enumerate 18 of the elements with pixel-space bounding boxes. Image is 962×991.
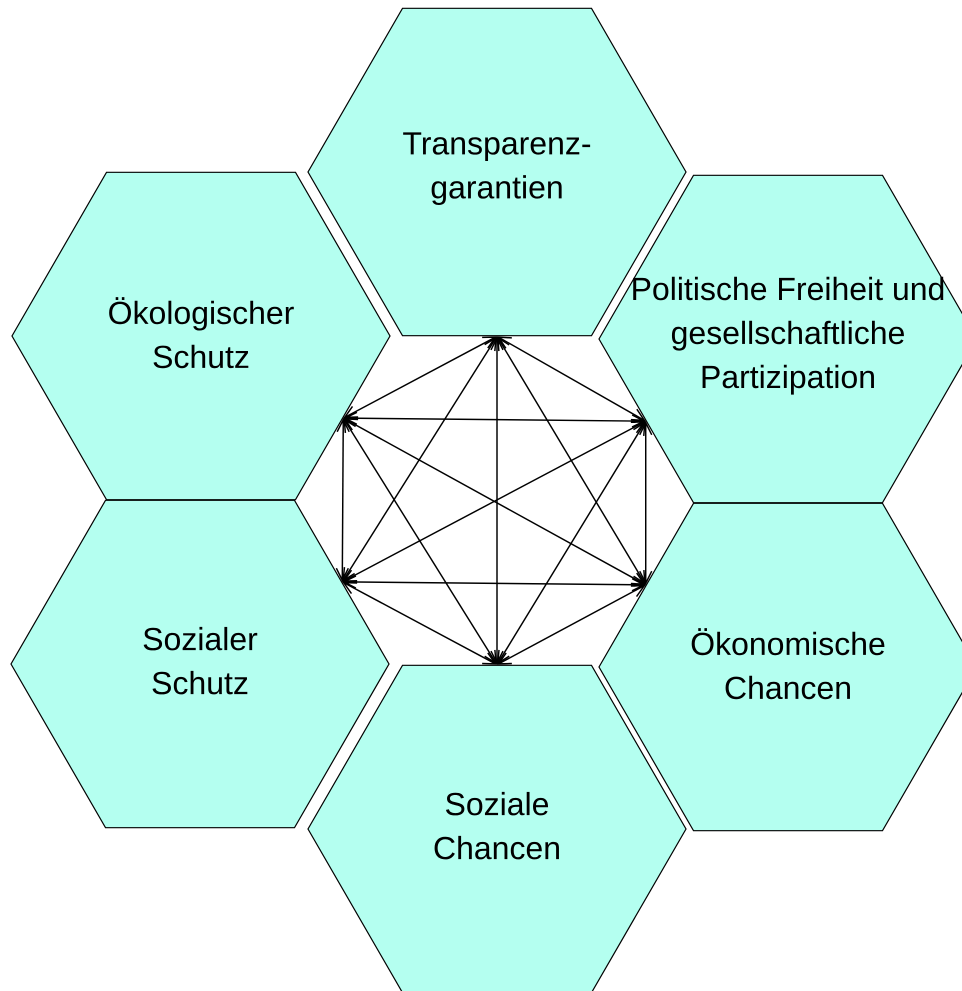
- arrow: [639, 421, 652, 585]
- arrow: [342, 582, 497, 665]
- hexagon: Sozialer Schutz: [10, 500, 390, 828]
- hexagon: Politische Freiheit und gesellschaftliche Partizipation: [598, 174, 962, 504]
- arrow: [490, 336, 504, 665]
- hexagon: Ökonomische Chancen: [598, 502, 962, 832]
- hexagon: Ökologischer Schutz: [11, 172, 391, 500]
- arrow: [342, 575, 646, 592]
- arrow: [343, 418, 497, 665]
- hexagon: Soziale Chancen: [307, 664, 687, 991]
- arrow: [336, 418, 350, 582]
- arrow: [497, 336, 646, 422]
- arrow: [343, 412, 646, 428]
- arrow: [342, 336, 497, 582]
- arrow: [497, 584, 646, 665]
- arrow: [497, 421, 646, 665]
- arrow: [343, 336, 497, 418]
- arrow: [497, 336, 646, 585]
